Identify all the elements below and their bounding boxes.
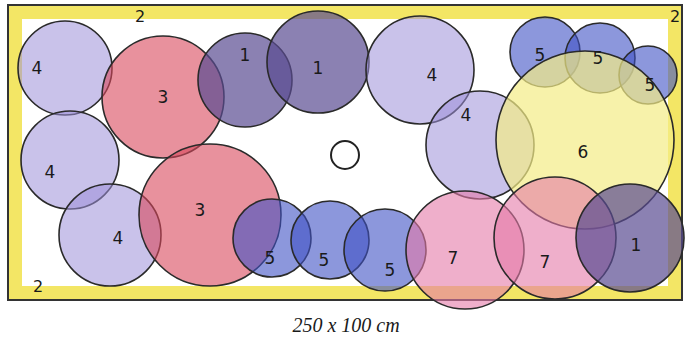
plant-circle: 1 (266, 10, 370, 114)
plant-circle: 4 (17, 20, 113, 116)
plant-number: 5 (319, 252, 330, 269)
plant-circle: 1 (575, 183, 685, 293)
plant-number: 6 (578, 144, 589, 161)
plant-number: 5 (535, 47, 546, 64)
dimension-label: 250 x 100 cm (292, 315, 399, 335)
circle-outline (575, 183, 685, 293)
corner-number: 2 (33, 279, 43, 295)
plant-number: 4 (427, 67, 438, 84)
plant-number: 7 (448, 250, 459, 267)
plant-number: 1 (240, 47, 251, 64)
plant-number: 4 (113, 230, 124, 247)
centre-circle (331, 141, 359, 169)
circle-outline (17, 20, 113, 116)
plant-number: 5 (593, 50, 604, 67)
plant-number: 7 (540, 254, 551, 271)
corner-number: 2 (135, 9, 145, 25)
plant-number: 5 (265, 250, 276, 267)
plant-number: 1 (313, 60, 324, 77)
plant-number: 4 (45, 164, 56, 181)
corner-number: 2 (670, 9, 680, 25)
plant-number: 4 (32, 60, 43, 77)
plant-number: 3 (158, 89, 169, 106)
plant-number: 5 (385, 262, 396, 279)
plant-number: 1 (631, 237, 642, 254)
plant-number: 3 (195, 202, 206, 219)
plant-number: 4 (461, 107, 472, 124)
plant-number: 5 (645, 77, 656, 94)
